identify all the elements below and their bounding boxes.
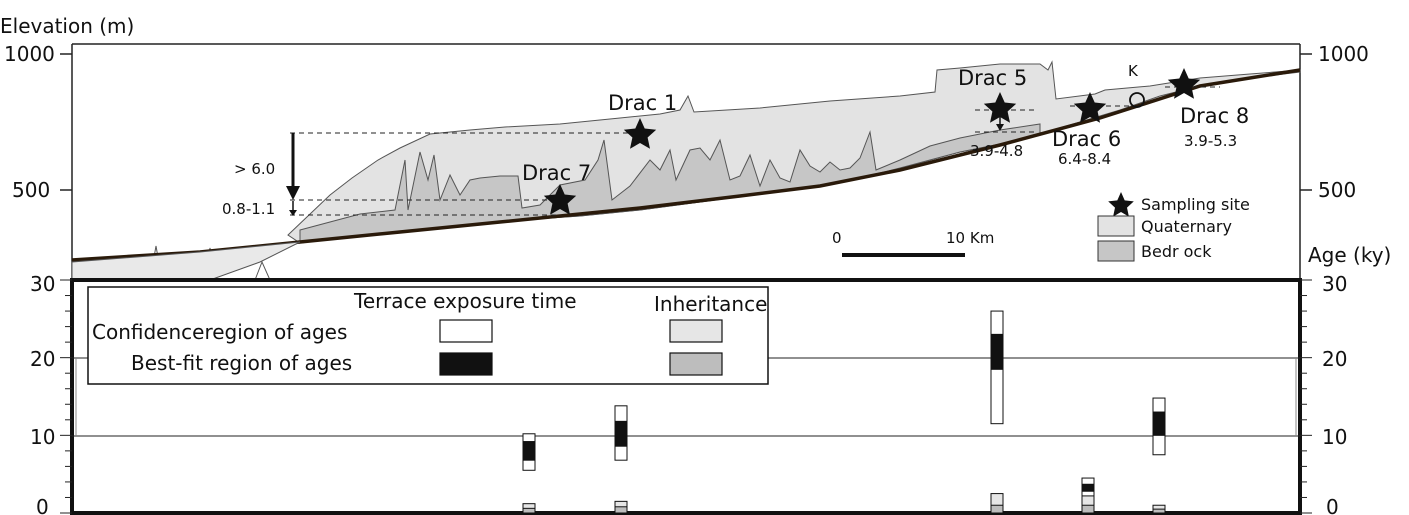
tick-label-right-500: 500	[1318, 178, 1356, 202]
age-tick-left-30: 30	[30, 272, 55, 296]
drac5-arrow-head	[996, 124, 1004, 131]
point-k-label: K	[1128, 62, 1139, 80]
tick-label-left-500: 500	[12, 178, 50, 202]
age-axis-ticks	[60, 279, 1312, 514]
drac8-age-range: 3.9-5.3	[1184, 132, 1237, 150]
site-star-drac7	[543, 184, 577, 215]
age-legend-box	[87, 286, 769, 385]
inheritance-bestfit-bar-5	[1152, 508, 1166, 514]
inheritance-bestfit-bar-3	[990, 504, 1004, 514]
age-tick-right-30: 30	[1322, 272, 1347, 296]
elevation-profile: Elevation (m) 1000 500 1000 500	[0, 14, 1369, 281]
tick-label-right-1000: 1000	[1318, 42, 1369, 66]
site-star-drac1	[623, 118, 657, 149]
age-axis-label: Age (ky)	[1308, 243, 1391, 267]
site-label-drac1: Drac 1	[608, 91, 677, 115]
site-label-drac5: Drac 5	[958, 66, 1027, 90]
site-label-drac6: Drac 6	[1052, 127, 1121, 151]
legend-col-exposure: Terrace exposure time	[353, 289, 577, 313]
legend-quaternary-swatch	[1097, 215, 1135, 237]
legend-row-confidence: Confidenceregion of ages	[92, 320, 347, 344]
drac7-range-head	[289, 210, 297, 216]
age-bestfit-bar-5	[1152, 411, 1166, 436]
age-panel: Age (ky) 30 20 10 0 30 20 10 0 Terrace e…	[30, 243, 1391, 515]
age-tick-right-20: 20	[1322, 347, 1347, 371]
site-label-drac8: Drac 8	[1180, 104, 1249, 128]
dashed-reference-lines	[290, 86, 1220, 216]
age-tick-left-20: 20	[30, 347, 55, 371]
legend-col-inheritance: Inheritance	[654, 292, 767, 316]
age-bars	[522, 310, 1166, 514]
legend-bedrock: Bedr ock	[1141, 242, 1212, 261]
age-tick-right-0: 0	[1326, 495, 1339, 515]
tick-label-left-1000: 1000	[4, 42, 55, 66]
drac6-age-range: 6.4-8.4	[1058, 150, 1111, 168]
inheritance-bestfit-bar-4	[1081, 504, 1095, 514]
scale-bar-start: 0	[832, 229, 842, 247]
drac7-age-range: 0.8-1.1	[222, 200, 275, 218]
incision-arrow-head	[286, 186, 300, 200]
site-label-drac7: Drac 7	[522, 161, 591, 185]
legend-confidence-exposure-swatch	[439, 319, 493, 343]
legend-confidence-inheritance-swatch	[669, 319, 723, 343]
age-tick-left-10: 10	[30, 425, 55, 449]
inheritance-bestfit-bar-2	[614, 506, 628, 514]
age-bestfit-bar-3	[990, 333, 1004, 370]
point-k-marker	[1129, 92, 1145, 108]
legend-star-icon	[1108, 192, 1134, 217]
legend-bestfit-exposure-swatch	[439, 352, 493, 376]
legend-bestfit-inheritance-swatch	[669, 352, 723, 376]
age-tick-right-10: 10	[1322, 425, 1347, 449]
site-star-drac6	[1073, 92, 1107, 123]
drac5-age-range: 3.9-4.8	[970, 142, 1023, 160]
age-bestfit-bar-4	[1081, 483, 1095, 492]
age-panel-frame	[70, 278, 1302, 515]
site-star-drac8	[1167, 68, 1201, 99]
scale-bar-end: 10 Km	[946, 229, 994, 247]
incision-age-label: > 6.0	[234, 160, 275, 178]
age-tick-left-0: 0	[36, 495, 49, 515]
inheritance-bestfit-bar-1	[522, 507, 536, 514]
site-star-drac5	[983, 92, 1017, 123]
legend-sampling-site: Sampling site	[1141, 195, 1250, 214]
valley-floor-line	[71, 68, 1301, 262]
legend-bedrock-swatch	[1097, 240, 1135, 262]
age-bestfit-bar-2	[614, 420, 628, 447]
legend-row-bestfit: Best-fit region of ages	[131, 351, 352, 375]
elevation-axis-label: Elevation (m)	[0, 14, 134, 38]
legend-quaternary: Quaternary	[1141, 217, 1232, 236]
age-bestfit-bar-1	[522, 441, 536, 461]
